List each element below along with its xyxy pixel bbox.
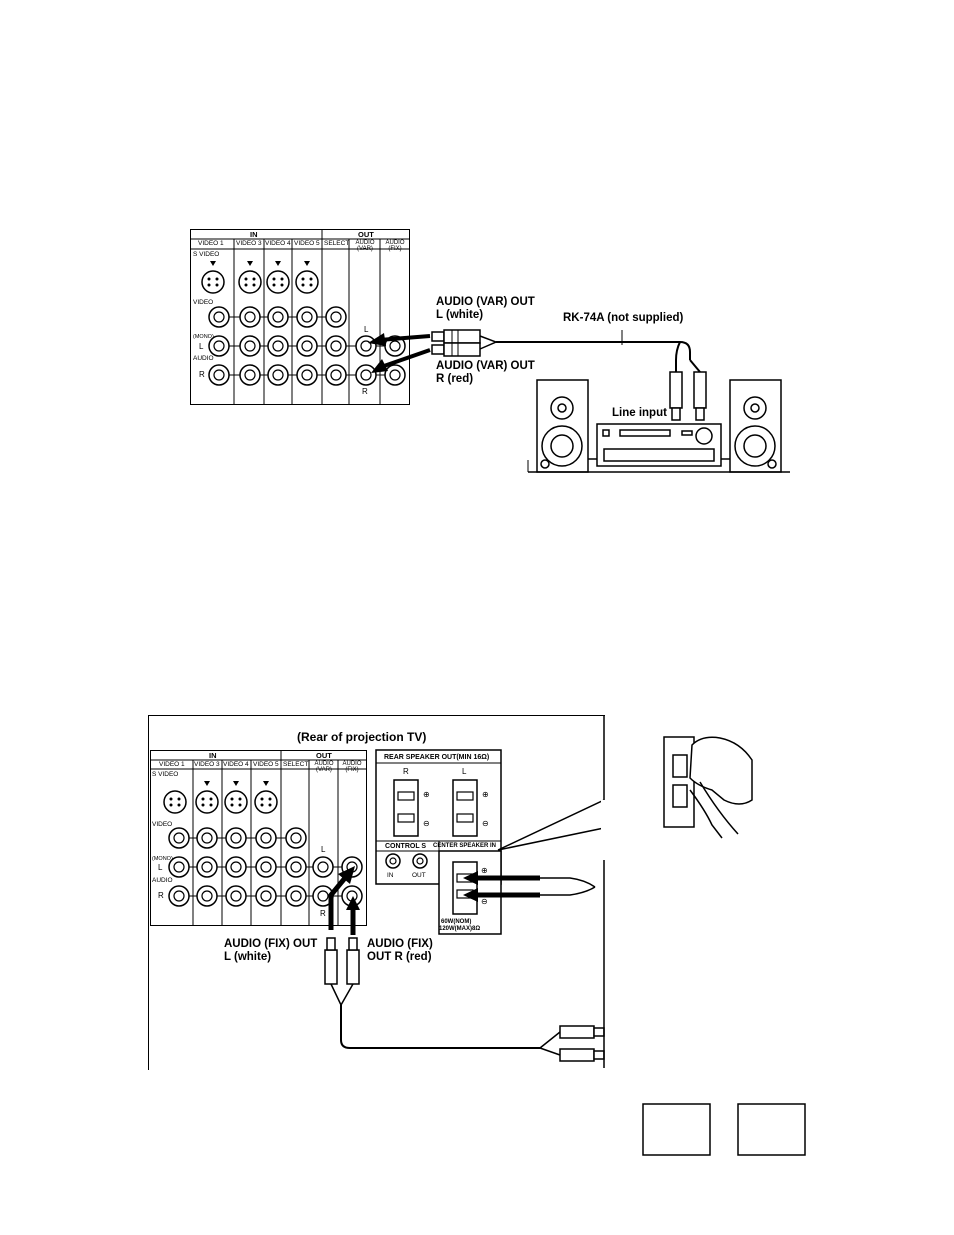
panel2-col-video4: VIDEO 4	[223, 761, 249, 768]
var-out-r-sub: R (red)	[436, 373, 474, 385]
col-audio-fix: AUDIO (FIX)	[385, 240, 405, 252]
fix-out-l-text: AUDIO (FIX) OUT	[224, 938, 318, 950]
panel2-in-label: IN	[209, 751, 217, 760]
amplifier	[596, 423, 722, 467]
hand-inset-illustration	[663, 736, 753, 839]
fix-out-r-text: AUDIO (FIX)	[367, 938, 433, 950]
center-plus: ⊕	[481, 866, 488, 875]
panel2-row-svideo: S VIDEO	[152, 771, 179, 778]
row-video: VIDEO	[193, 299, 214, 306]
row-mono: (MONO)	[193, 334, 214, 340]
cable-label: RK-74A (not supplied)	[563, 312, 684, 324]
control-s-out: OUT	[412, 872, 426, 879]
panel2-out-label: OUT	[316, 751, 332, 760]
av-jack-panel	[190, 229, 410, 405]
col-video4: VIDEO 4	[265, 240, 291, 247]
row-svideo: S VIDEO	[193, 251, 220, 258]
col-audio-var: AUDIO (VAR)	[355, 240, 375, 252]
col-video1: VIDEO 1	[198, 240, 224, 247]
rating-nominal: 60W(NOM)	[441, 919, 472, 925]
panel2-row-r: R	[158, 891, 164, 900]
panel2-row-l: L	[158, 863, 163, 872]
col-video3: VIDEO 3	[236, 240, 262, 247]
right-speaker	[729, 379, 782, 473]
col-select: SELECT	[324, 240, 350, 247]
rear-l-minus: ⊖	[482, 819, 489, 828]
var-out-r-label: AUDIO (VAR) OUT R (red)	[436, 360, 535, 386]
av-jack-panel-2	[150, 750, 367, 926]
rear-l-plus: ⊕	[482, 790, 489, 799]
panel2-col-video5: VIDEO 5	[253, 761, 279, 768]
control-s-in: IN	[387, 872, 394, 879]
fix-out-r-label: AUDIO (FIX) OUT R (red)	[367, 938, 433, 964]
center-minus: ⊖	[481, 897, 488, 906]
var-out-l-text: AUDIO (VAR) OUT	[436, 296, 535, 308]
var-out-l-label: AUDIO (VAR) OUT L (white)	[436, 296, 535, 322]
center-speaker-in-label: CENTER SPEAKER IN	[433, 843, 497, 849]
panel-in-label: IN	[250, 230, 258, 239]
rear-r-minus: ⊖	[423, 819, 430, 828]
panel-out-label: OUT	[358, 230, 374, 239]
var-out-r-text: AUDIO (VAR) OUT	[436, 360, 535, 372]
left-speaker	[536, 379, 589, 473]
fix-out-l-sub: L (white)	[224, 951, 272, 963]
panel2-col-video3: VIDEO 3	[194, 761, 220, 768]
rear-r-plus: ⊕	[423, 790, 430, 799]
panel2-row-mono: (MONO)	[152, 856, 173, 862]
panel2-col-audio-fix: AUDIO (FIX)	[342, 761, 362, 773]
panel2-col-video1: VIDEO 1	[159, 761, 185, 768]
row-audio: AUDIO	[193, 355, 214, 362]
rca-plug-white	[431, 329, 481, 344]
rear-speaker-out-label: REAR SPEAKER OUT(MIN 16Ω)	[384, 754, 490, 761]
panel2-jack-r: R	[320, 909, 326, 918]
jack-r-label: R	[362, 387, 368, 396]
panel2-jack-l: L	[321, 845, 326, 854]
panel2-col-select: SELECT	[283, 761, 309, 768]
rating-max: 120W(MAX)8Ω	[439, 926, 481, 932]
rear-l-label: L	[462, 767, 467, 776]
row-l: L	[199, 342, 204, 351]
fix-out-r-sub: OUT R (red)	[367, 951, 432, 963]
rca-plug-red	[431, 342, 481, 357]
fix-out-l-label: AUDIO (FIX) OUT L (white)	[224, 938, 317, 964]
col-video5: VIDEO 5	[294, 240, 320, 247]
rear-r-label: R	[403, 767, 409, 776]
line-input-label: Line input	[612, 407, 667, 420]
var-out-l-sub: L (white)	[436, 309, 484, 321]
panel2-col-audio-var: AUDIO (VAR)	[314, 761, 334, 773]
panel2-row-audio: AUDIO	[152, 877, 173, 884]
jack-l-label: L	[364, 325, 369, 334]
row-r: R	[199, 370, 205, 379]
rear-of-tv-title: (Rear of projection TV)	[297, 730, 427, 744]
control-s-label: CONTROL S	[385, 843, 427, 850]
panel2-row-video: VIDEO	[152, 821, 173, 828]
